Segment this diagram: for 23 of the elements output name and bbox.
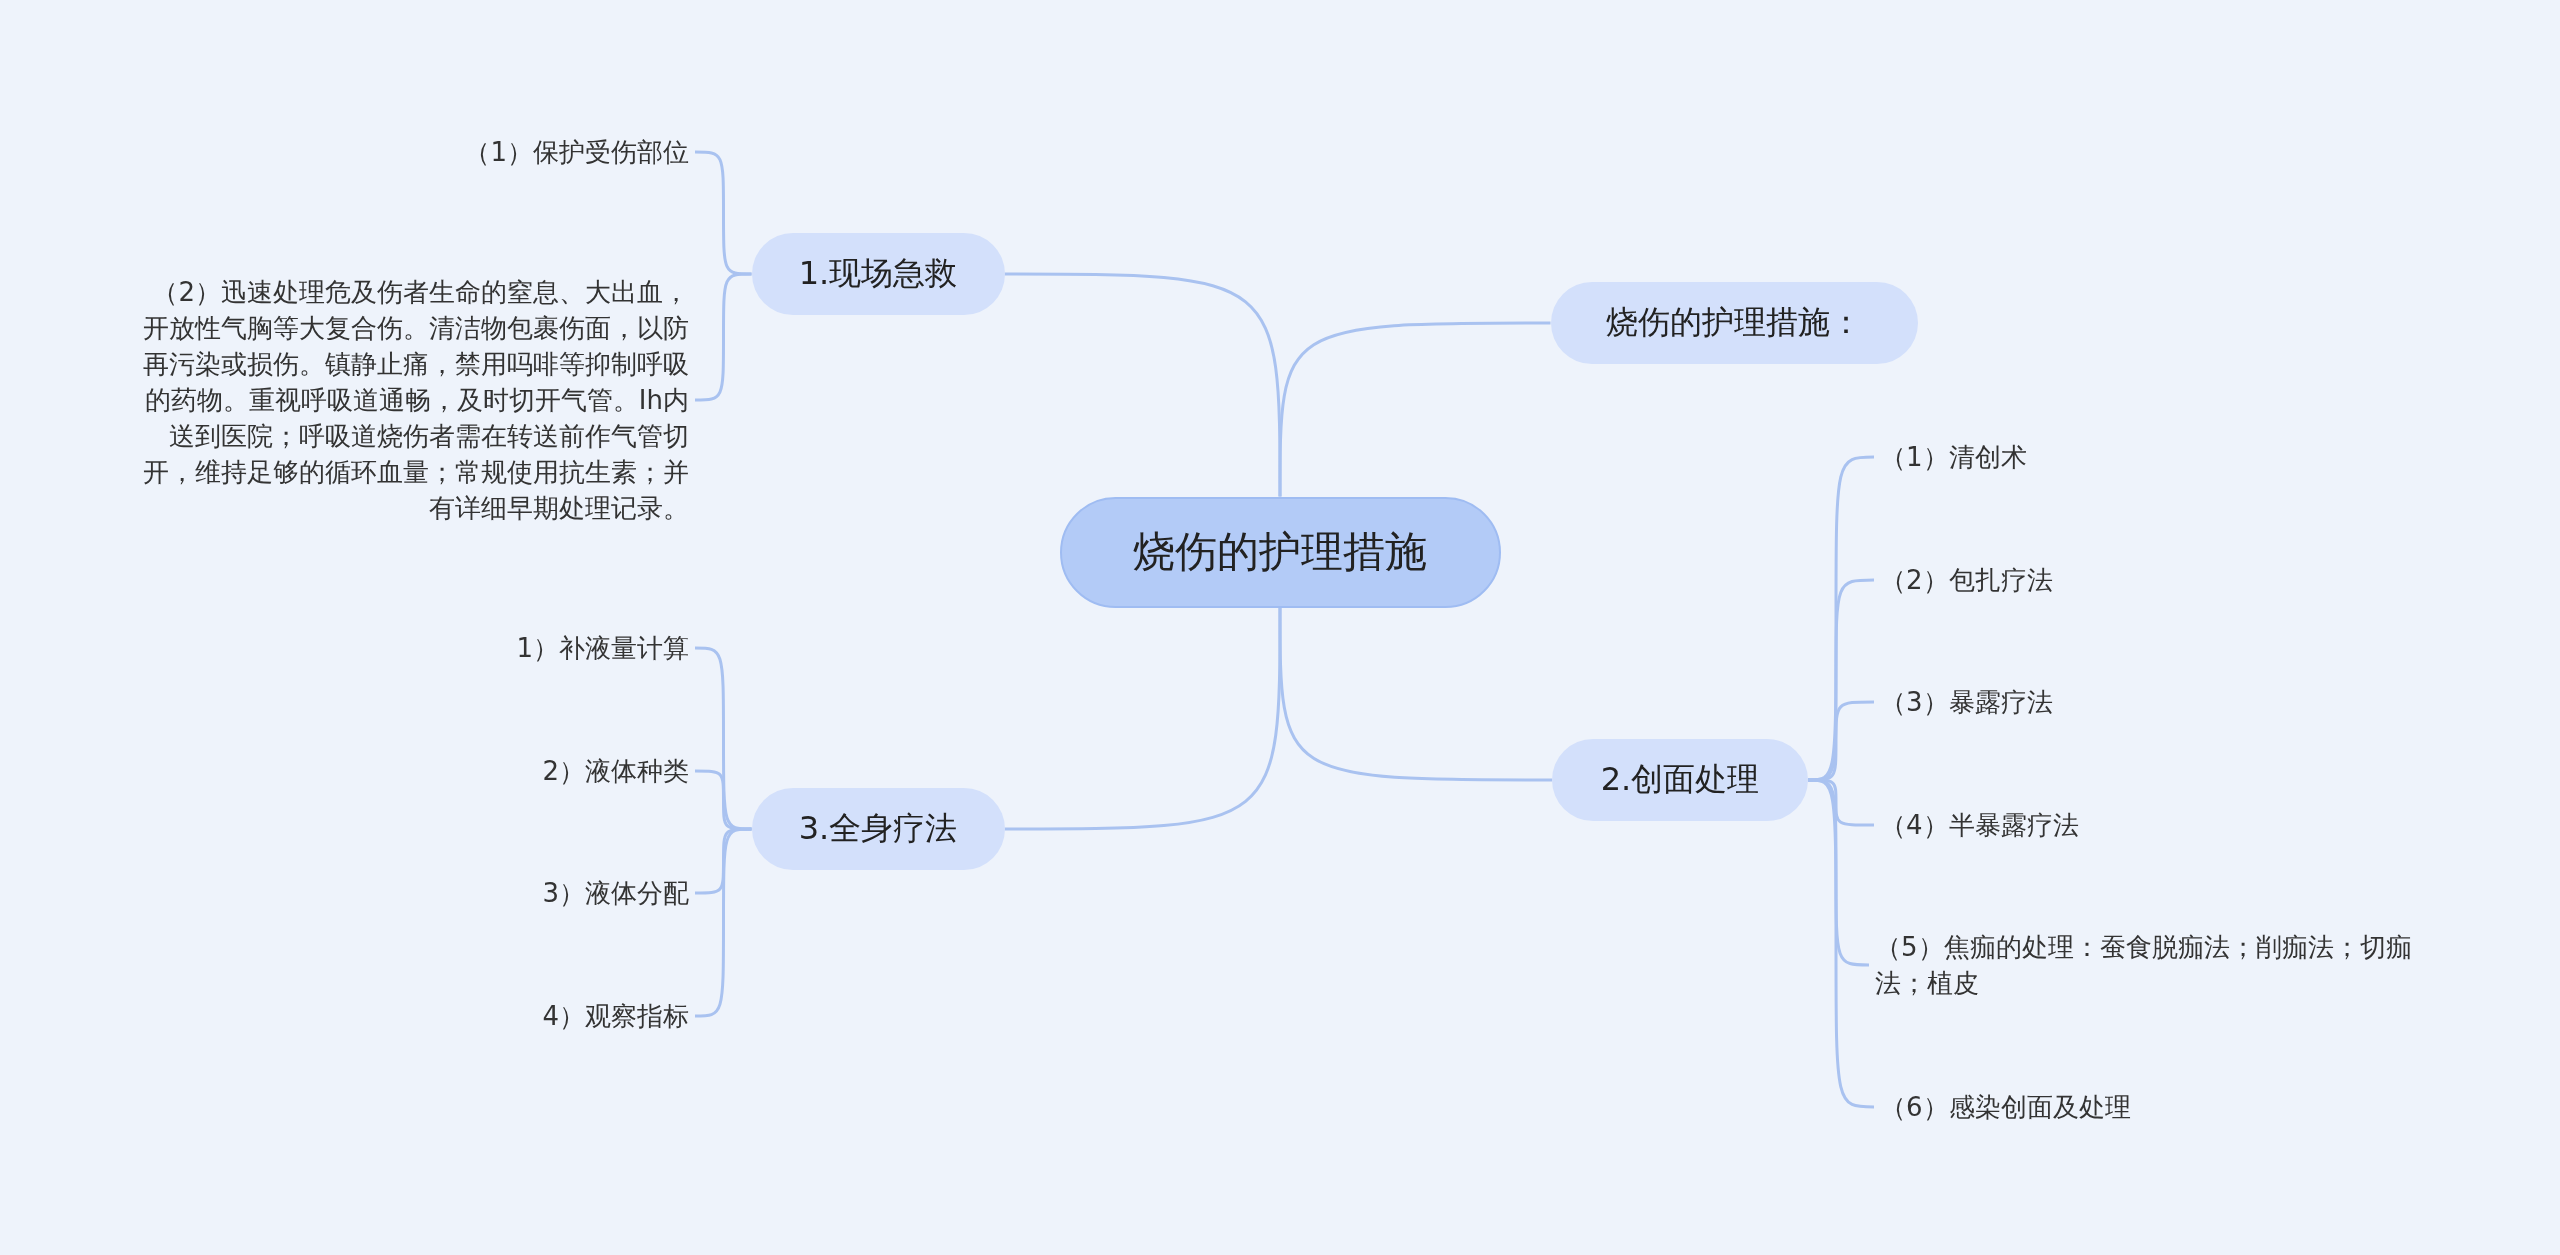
connector-line xyxy=(1004,607,1282,831)
topic-bubble: 烧伤的护理措施 xyxy=(1059,496,1501,608)
subtopic-bubble: 1.现场急救 xyxy=(751,233,1005,315)
leaf-text: （2）包扎疗法 xyxy=(1880,562,2053,598)
leaf-text: 4）观察指标 xyxy=(542,998,689,1034)
leaf-text: （4）半暴露疗法 xyxy=(1880,807,2079,843)
connector-line xyxy=(1278,321,1551,497)
leaf-text: 1）补液量计算 xyxy=(516,630,689,666)
leaf-paragraph: （5）焦痂的处理：蚕食脱痂法；削痂法；切痂法；植皮 xyxy=(1875,929,2435,1001)
leaf-text: （6）感染创面及处理 xyxy=(1880,1089,2131,1125)
subtopic-bubble: 3.全身疗法 xyxy=(751,788,1005,870)
leaf-paragraph: （2）迅速处理危及伤者生命的窒息、大出血，开放性气胸等大复合伤。清洁物包裹伤面，以防再污染或损伤。镇静止痛，禁用吗啡等抑制呼吸的药物。重视呼吸道通畅，及时切开气管。Ih内送到医院；呼吸道烧伤者需在转送前作气管切开，维持足够的循环血量；常规使用抗生素；并有详细早期处理记录。 xyxy=(129,274,689,526)
leaf-text: （3）暴露疗法 xyxy=(1880,684,2053,720)
leaf-text: （1）保护受伤部位 xyxy=(464,134,689,170)
subtopic-bubble: 2.创面处理 xyxy=(1552,739,1808,821)
connector-line xyxy=(1278,607,1552,782)
leaf-text: （1）清创术 xyxy=(1880,439,2027,475)
leaf-text: 3）液体分配 xyxy=(542,875,689,911)
connector-line xyxy=(695,769,752,831)
subtopic-bubble: 烧伤的护理措施： xyxy=(1550,282,1918,364)
connector-line xyxy=(1004,272,1282,497)
leaf-text: 2）液体种类 xyxy=(542,753,689,789)
connector-line xyxy=(1807,778,1874,1109)
